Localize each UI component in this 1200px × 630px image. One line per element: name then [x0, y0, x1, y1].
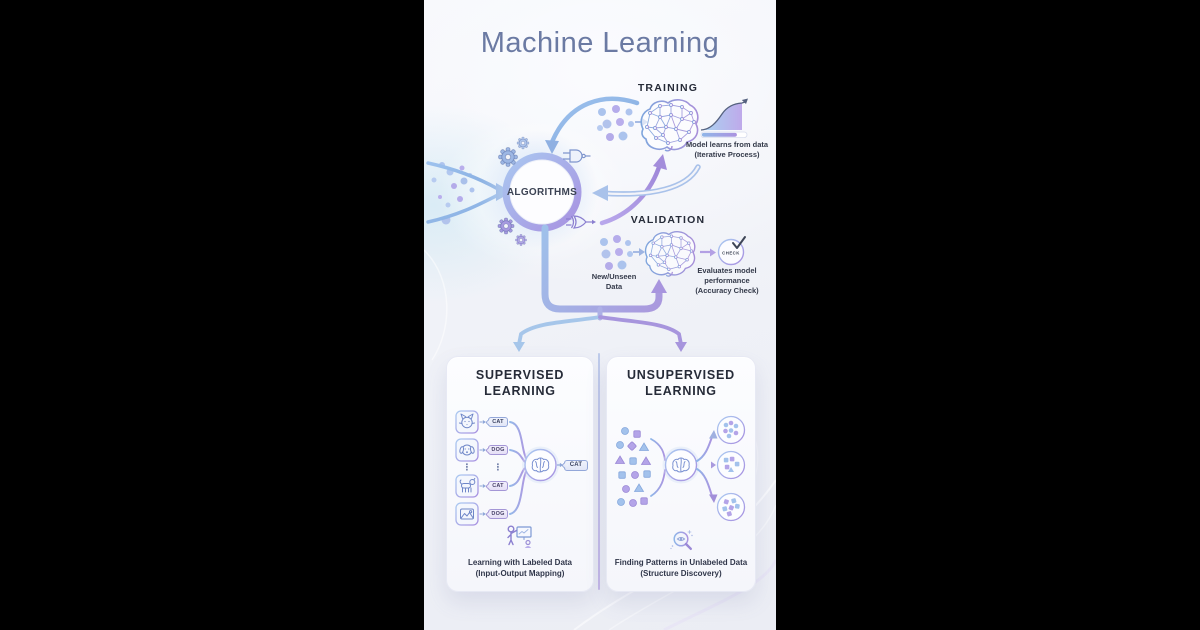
- arrow-brain-to-check: [700, 248, 716, 257]
- output-label-tag: CAT: [564, 459, 588, 471]
- unsupervised-title-line2: LEARNING: [645, 383, 717, 398]
- algorithms-label: ALGORITHMS: [506, 187, 578, 198]
- diagram-canvas: CHECK: [424, 96, 776, 630]
- supervised-caption-line2: (Input-Output Mapping): [475, 569, 565, 578]
- validation-caption-line3: (Accuracy Check): [695, 286, 759, 295]
- photo-icon: [460, 508, 474, 520]
- supervised-learning-card: SUPERVISED LEARNING: [446, 356, 594, 592]
- arrow-brain-return: [592, 164, 701, 201]
- cards-divider: [598, 353, 600, 590]
- unsupervised-caption-line2: (Structure Discovery): [640, 569, 722, 578]
- training-caption-line1: Model learns from data: [685, 140, 769, 149]
- unsupervised-caption: Finding Patterns in Unlabeled Data (Stru…: [607, 557, 755, 579]
- dog-face-icon: [459, 444, 475, 456]
- validation-label: VALIDATION: [630, 214, 706, 226]
- arrow-training-to-algorithms: [545, 96, 640, 154]
- page-title: Machine Learning: [480, 27, 720, 59]
- xor-gate-icon: [566, 215, 596, 229]
- unsupervised-diagram: [614, 415, 746, 550]
- training-caption-line2: (Iterative Process): [694, 150, 760, 159]
- validation-caption-line2: performance: [704, 276, 750, 285]
- training-label: TRAINING: [637, 82, 699, 94]
- supervised-title-line1: SUPERVISED: [475, 368, 565, 382]
- cat-face-icon: [458, 413, 476, 429]
- label-tag: CAT: [488, 417, 508, 427]
- gear-icon: [498, 147, 518, 167]
- unsupervised-caption-line1: Finding Patterns in Unlabeled Data: [614, 558, 748, 567]
- mapping-curves: [509, 421, 527, 515]
- validation-input-label: New/Unseen Data: [574, 272, 654, 292]
- rows-ellipsis: ⋮: [462, 462, 472, 472]
- unlabeled-shapes-cluster: [614, 427, 652, 507]
- teacher-icon: [507, 525, 532, 548]
- validation-caption-line1: Evaluates model: [697, 266, 757, 275]
- cluster-circles: [716, 415, 746, 522]
- tilted-square-cluster: [722, 498, 740, 517]
- tags-ellipsis: ⋮: [493, 462, 503, 472]
- unsupervised-learning-card: UNSUPERVISED LEARNING: [606, 356, 756, 592]
- check-label: CHECK: [722, 251, 740, 256]
- validation-data-dots: [600, 235, 633, 270]
- circle-cluster: [723, 420, 739, 439]
- supervised-caption-line1: Learning with Labeled Data: [467, 558, 572, 567]
- supervised-diagram: [455, 410, 563, 548]
- and-gate-icon: [563, 149, 591, 163]
- pattern-discovery-icon: [670, 530, 693, 550]
- gear-icon: [516, 136, 530, 150]
- input-data-dots: [431, 162, 475, 225]
- gear-icon: [515, 234, 527, 246]
- arrow-algorithms-to-brain: [599, 154, 667, 226]
- infographic-panel: CHECK Machine Learning TRAINING ALGORITH…: [424, 0, 776, 630]
- progress-bar: [700, 131, 748, 138]
- arrow-dots-to-validation-brain: [633, 248, 645, 256]
- cluster-output-arrows: [696, 430, 718, 503]
- check-badge: CHECK: [717, 236, 746, 266]
- unsupervised-title-line1: UNSUPERVISED: [626, 368, 735, 382]
- supervised-model-icon: [522, 446, 559, 484]
- growth-chart-icon: [700, 98, 748, 131]
- training-data-dots: [597, 105, 634, 141]
- unsupervised-model-icon: [662, 446, 700, 484]
- standing-dog-icon: [459, 477, 476, 493]
- supervised-caption: Learning with Labeled Data (Input-Output…: [447, 557, 593, 579]
- label-tag: DOG: [488, 445, 508, 455]
- branch-arrows: [513, 306, 687, 352]
- validation-caption: Evaluates model performance (Accuracy Ch…: [681, 266, 773, 296]
- gear-icon: [497, 217, 515, 235]
- label-tag: CAT: [488, 481, 508, 491]
- training-caption: Model learns from data (Iterative Proces…: [679, 140, 775, 160]
- validation-input-line2: Data: [605, 282, 623, 291]
- supervised-title-line2: LEARNING: [484, 383, 556, 398]
- unsupervised-card-title: UNSUPERVISED LEARNING: [607, 368, 755, 399]
- square-cluster: [723, 456, 740, 472]
- label-tag: DOG: [488, 509, 508, 519]
- validation-input-line1: New/Unseen: [591, 272, 637, 281]
- supervised-card-title: SUPERVISED LEARNING: [447, 368, 593, 399]
- row-arrows: [479, 420, 486, 516]
